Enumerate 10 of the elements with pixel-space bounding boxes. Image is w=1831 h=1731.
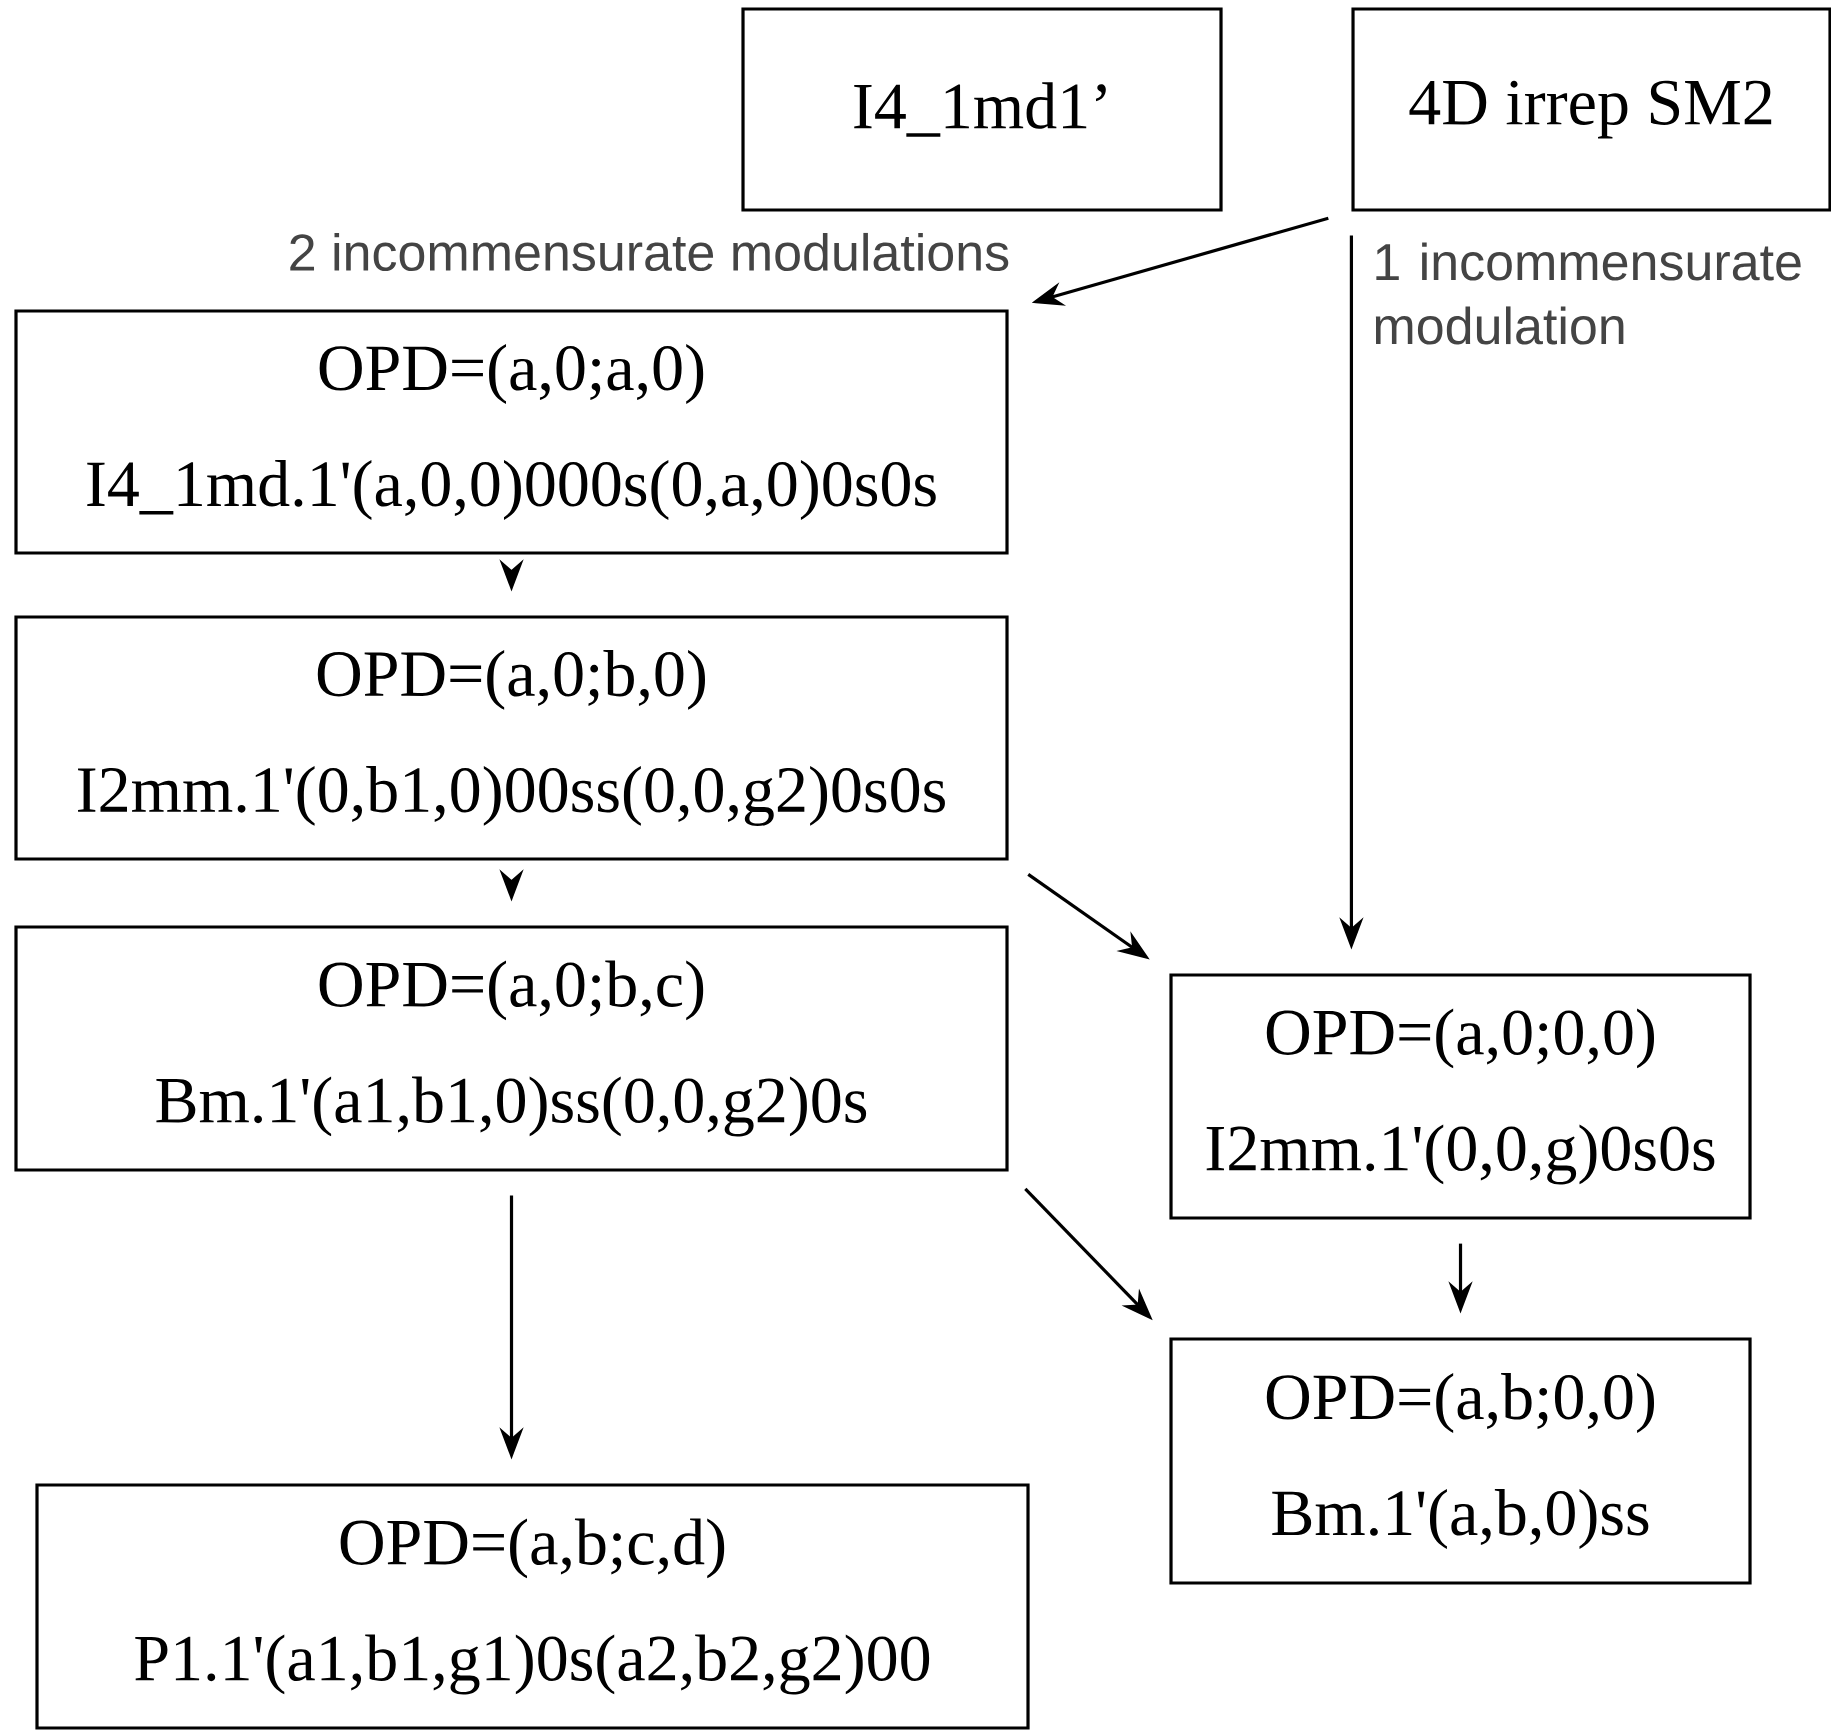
process-box: OPD=(a,0;b,0) I2mm.1'(0,b1,0)00ss(0,0,g2)0s0s xyxy=(14,615,1009,861)
edge-label: 2 incommensurate modulations xyxy=(290,232,1009,272)
process-box: OPD=(a,0;a,0) I4_1md.1'(a,0,0)000s(0,a,0)0s0s xyxy=(14,309,1009,555)
process-box: OPD=(a,0;0,0) I2mm.1'(0,0,g)0s0s xyxy=(1169,973,1752,1220)
process-box: I4_1md1’ xyxy=(741,7,1223,212)
edge-label: 1 incommensurate modulation xyxy=(1375,242,1801,345)
process-box: 4D irrep SM2 xyxy=(1351,7,1831,212)
process-box: OPD=(a,0;b,c) Bm.1'(a1,b1,0)ss(0,0,g2)0s xyxy=(14,925,1009,1172)
process-box: OPD=(a,b;0,0) Bm.1'(a,b,0)ss xyxy=(1169,1337,1752,1585)
process-box: OPD=(a,b;c,d) P1.1'(a1,b1,g1)0s(a2,b2,g2)00 xyxy=(35,1483,1030,1730)
